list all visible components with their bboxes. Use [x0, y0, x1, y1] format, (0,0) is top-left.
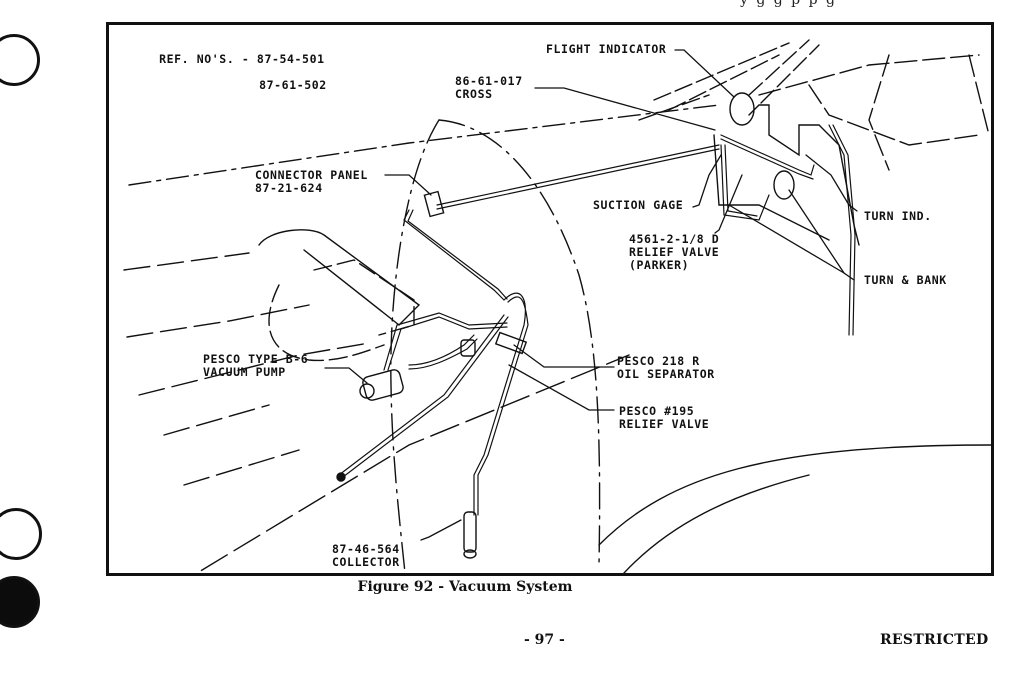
leader-relief-parker: [714, 174, 743, 234]
header-text-fragment: y g g p p g: [740, 0, 837, 8]
reference-numbers-line-1: REF. NO'S. - 87-54-501: [159, 52, 325, 66]
line-pump-to-separator: [408, 334, 478, 370]
instrument-panel-lower: [713, 134, 830, 241]
line-relief-parker: [720, 144, 770, 221]
fuselage-outline-upper: [128, 104, 720, 186]
leader-cross: [534, 87, 716, 131]
leader-suction-gage: [692, 154, 722, 208]
classification-marking: RESTRICTED: [880, 632, 989, 648]
relief-valve-component: [494, 331, 528, 355]
leader-vacuum-pump: [324, 367, 368, 384]
engine-lower: [268, 284, 385, 362]
callout-relief-valve-parker: 4561-2-1/8 D RELIEF VALVE (PARKER): [629, 232, 720, 272]
callout-connector-panel: CONNECTOR PANEL 87-21-624: [255, 168, 368, 195]
overboard-fitting: [336, 472, 346, 482]
leader-relief-pesco: [508, 364, 615, 411]
page-number: - 97 -: [524, 632, 565, 648]
line-collector: [473, 292, 529, 516]
oil-separator-component: [460, 339, 476, 357]
callout-collector: 87-46-564 COLLECTOR: [332, 542, 400, 569]
line-connector-down: [403, 209, 508, 301]
callout-relief-valve-pesco: PESCO #195 RELIEF VALVE: [619, 404, 710, 431]
figure-caption-text: Figure 92 - Vacuum System: [357, 579, 573, 595]
leader-flight-indicator: [674, 49, 735, 98]
turn-and-bank-gauge: [773, 170, 795, 200]
canopy-frame: [758, 54, 990, 171]
engine-mount-lines: [123, 252, 370, 486]
vacuum-pump-component: [359, 369, 404, 401]
leader-connector-panel: [384, 174, 432, 196]
leader-turn-and-bank: [788, 189, 855, 281]
line-pump-up: [383, 312, 508, 371]
fuselage-outline-lower: [195, 354, 630, 573]
callout-vacuum-pump: PESCO TYPE B-6 VACUUM PUMP: [203, 352, 309, 379]
callout-suction-gage: SUCTION GAGE: [593, 198, 684, 212]
wing-curve: [598, 444, 991, 546]
leader-turn-and-bank-2: [728, 204, 845, 274]
instrument-panel: [748, 104, 860, 246]
binder-hole-bottom: [0, 576, 40, 628]
line-cross-to-instruments: [720, 134, 815, 180]
leader-oil-separator: [513, 344, 615, 368]
callout-turn-ind: TURN IND.: [864, 209, 932, 223]
reference-numbers-line-2: 87-61-502: [259, 78, 327, 92]
figure-frame: REF. NO'S. - 87-54-501 87-61-502 FLIGHT …: [106, 22, 994, 576]
flight-indicator-gauge: [729, 92, 755, 126]
wing-curve-lower: [623, 474, 810, 573]
firewall-curve-left: [390, 119, 440, 573]
leader-lines: [324, 49, 858, 541]
line-panel-to-cross: [436, 144, 720, 210]
line-pump-to-overboard: [338, 314, 509, 478]
figure-caption: Figure 92 - Vacuum System: [0, 579, 1024, 595]
leader-turn-ind: [805, 154, 858, 212]
line-turn-ind: [828, 124, 856, 336]
binder-hole-top: [0, 34, 40, 86]
callout-oil-separator: PESCO 218 R OIL SEPARATOR: [617, 354, 715, 381]
reference-numbers: REF. NO'S. - 87-54-501 87-61-502: [129, 40, 327, 105]
vacuum-system-diagram: [123, 39, 991, 573]
collector-component: [463, 511, 477, 559]
binder-hole-middle: [0, 508, 42, 560]
callout-cross: 86-61-017 CROSS: [455, 74, 523, 101]
callout-turn-and-bank: TURN & BANK: [864, 273, 947, 287]
leader-collector: [420, 519, 462, 541]
firewall-curve: [438, 119, 601, 566]
canopy-lines: [638, 39, 820, 121]
callout-flight-indicator: FLIGHT INDICATOR: [546, 42, 667, 56]
vacuum-lines: [338, 124, 856, 516]
connector-panel-component: [423, 190, 445, 218]
